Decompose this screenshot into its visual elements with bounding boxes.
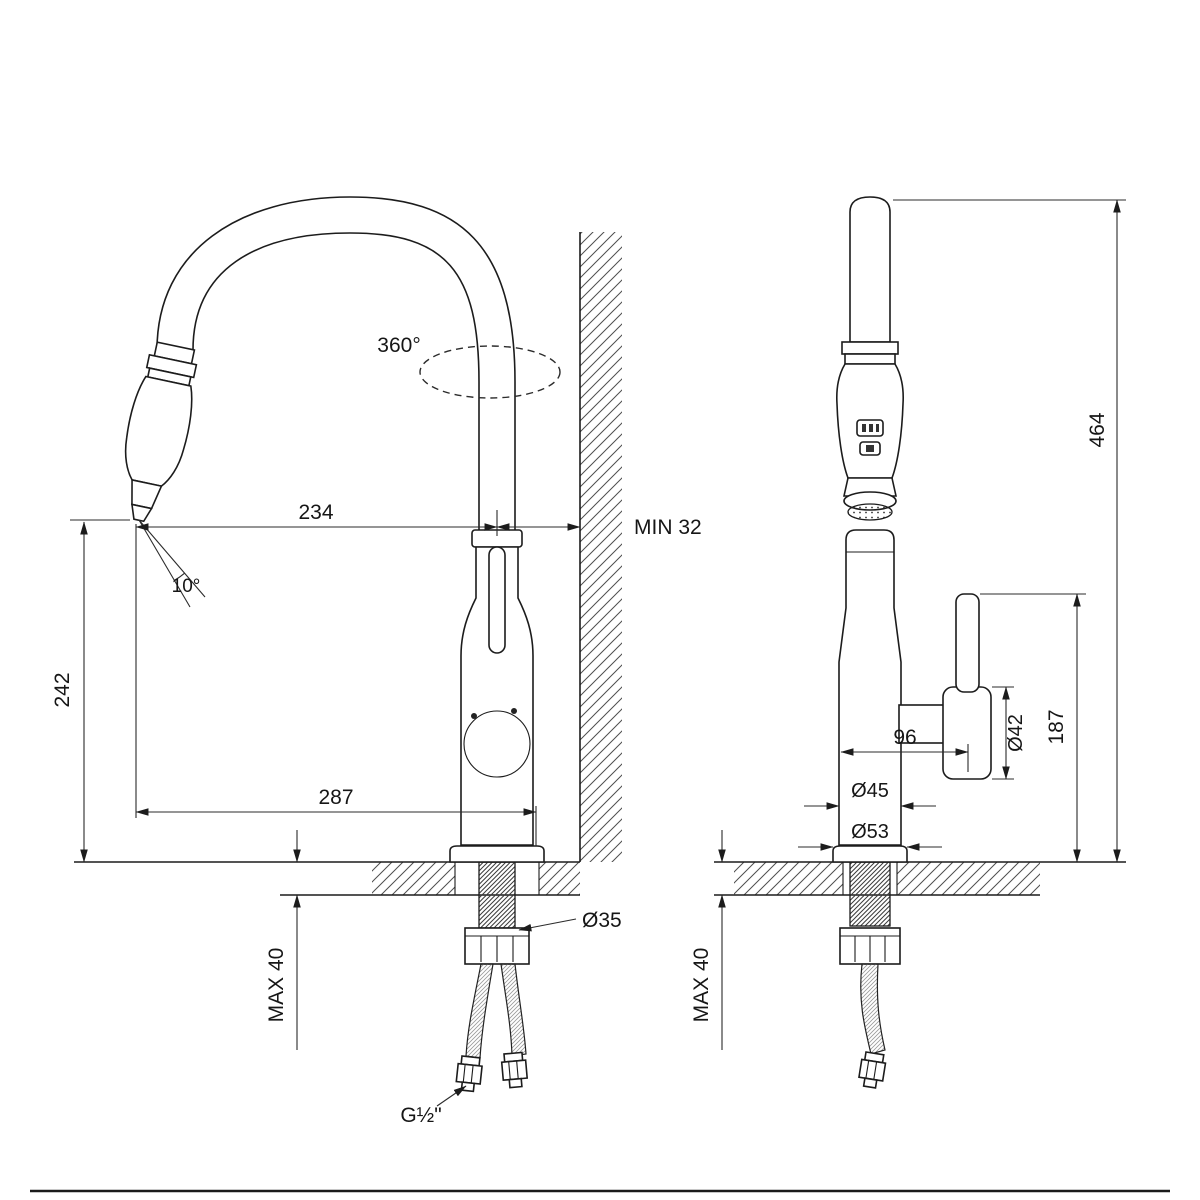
swivel-ellipse (419, 345, 561, 399)
button-glyph (862, 424, 879, 432)
angle-arc (174, 572, 185, 581)
label-thread: G½" (400, 1104, 441, 1127)
spray-button-bottom (859, 441, 881, 456)
fitting-nipple (862, 1077, 878, 1089)
counter-hatch-left (734, 862, 843, 895)
head-ring-band (841, 341, 899, 355)
label-deck-thickness: MAX 40 (265, 948, 288, 1023)
supply-hose-left (465, 963, 494, 1059)
body-dot-right (511, 708, 517, 714)
head-spout-tip (131, 503, 153, 523)
label-body-diameter: Ø45 (851, 780, 889, 802)
fitting-facets (462, 1064, 474, 1084)
hose-fitting-right (500, 1051, 529, 1089)
body-detail-circle (463, 710, 531, 778)
fitting-facets (865, 1060, 878, 1080)
hose-fitting (858, 1051, 887, 1089)
nut-facets (465, 935, 529, 962)
mounting-hole-edges (842, 862, 898, 895)
label-base-diameter: Ø53 (851, 821, 889, 843)
fitting-hex-nut (455, 1062, 483, 1085)
front-view-dimensions: 464 187 Ø42 96 Ø45 Ø53 MAX 40 (690, 199, 1126, 1050)
hose-fitting-left (455, 1055, 483, 1093)
spout-inner-curve (192, 232, 480, 383)
angle-line-a (138, 519, 206, 598)
counter-hatch-right (897, 862, 1040, 895)
label-wall-clearance: MIN 32 (634, 516, 702, 539)
locking-nut (464, 927, 530, 965)
mounting-hole-edges (454, 862, 540, 895)
faucet-body (449, 529, 545, 863)
supply-hose-right (500, 963, 527, 1057)
riser-tube (478, 382, 516, 530)
counter-hatch-left (372, 862, 455, 895)
label-spout-reach: 234 (298, 501, 333, 524)
label-hole-diameter: Ø35 (582, 909, 622, 932)
head-bell-front (843, 477, 897, 497)
head-ring-lower (844, 353, 896, 365)
locking-nut (839, 927, 901, 965)
fitting-nipple (460, 1081, 476, 1093)
label-spray-angle: 10° (172, 576, 201, 597)
countertop-section (74, 861, 580, 896)
button-glyph (866, 445, 874, 452)
label-spout-height: 242 (51, 672, 74, 707)
upper-tube (849, 196, 891, 343)
supply-hose (860, 963, 886, 1055)
wall-section (579, 232, 622, 862)
wall-hatch (580, 232, 622, 862)
fitting-hex-nut (500, 1059, 529, 1082)
base-flange-front (832, 845, 908, 863)
fitting-facets (508, 1060, 519, 1080)
body-dot-left (471, 713, 477, 719)
fitting-nipple (508, 1077, 523, 1089)
spray-head (124, 341, 198, 523)
base-flange (449, 845, 545, 863)
aerator-face (847, 503, 893, 521)
front-view: 464 187 Ø42 96 Ø45 Ø53 MAX 40 (690, 196, 1126, 1089)
under-counter-assembly (455, 861, 530, 1093)
head-grip (124, 375, 193, 488)
threaded-shank (478, 861, 516, 929)
handle-base (942, 686, 992, 780)
gooseneck-spout (156, 196, 516, 530)
counter-hatch-right (539, 862, 580, 895)
label-handle-diameter: Ø42 (1005, 714, 1027, 752)
spray-button-top (856, 419, 884, 437)
countertop-section-front (714, 861, 1126, 896)
angle-line-b (138, 519, 191, 608)
side-view: 360° 10° 234 MIN 32 242 287 MAX 40 Ø35 G… (51, 196, 702, 1127)
label-swivel: 360° (377, 334, 420, 357)
spout-outer-curve (156, 196, 516, 383)
label-overall-height: 464 (1086, 412, 1109, 447)
fitting-hex-nut (858, 1058, 887, 1082)
hose-channel (488, 546, 506, 654)
leader-hole-diameter (518, 918, 577, 932)
label-overall-reach: 287 (318, 786, 353, 809)
side-view-dimensions: 360° 10° 234 MIN 32 242 287 MAX 40 Ø35 G… (51, 334, 702, 1127)
handle-lever (955, 593, 980, 693)
under-counter-assembly-front (839, 861, 901, 1089)
body-column (460, 546, 534, 846)
label-deck-thickness: MAX 40 (690, 948, 713, 1023)
label-handle-height: 187 (1045, 709, 1068, 744)
threaded-shank (849, 861, 891, 927)
faucet-front (832, 196, 992, 863)
leader-thread (436, 1085, 467, 1107)
nut-facets (840, 935, 900, 962)
spray-angle-annotation (138, 519, 206, 608)
label-handle-offset: 96 (893, 726, 916, 749)
